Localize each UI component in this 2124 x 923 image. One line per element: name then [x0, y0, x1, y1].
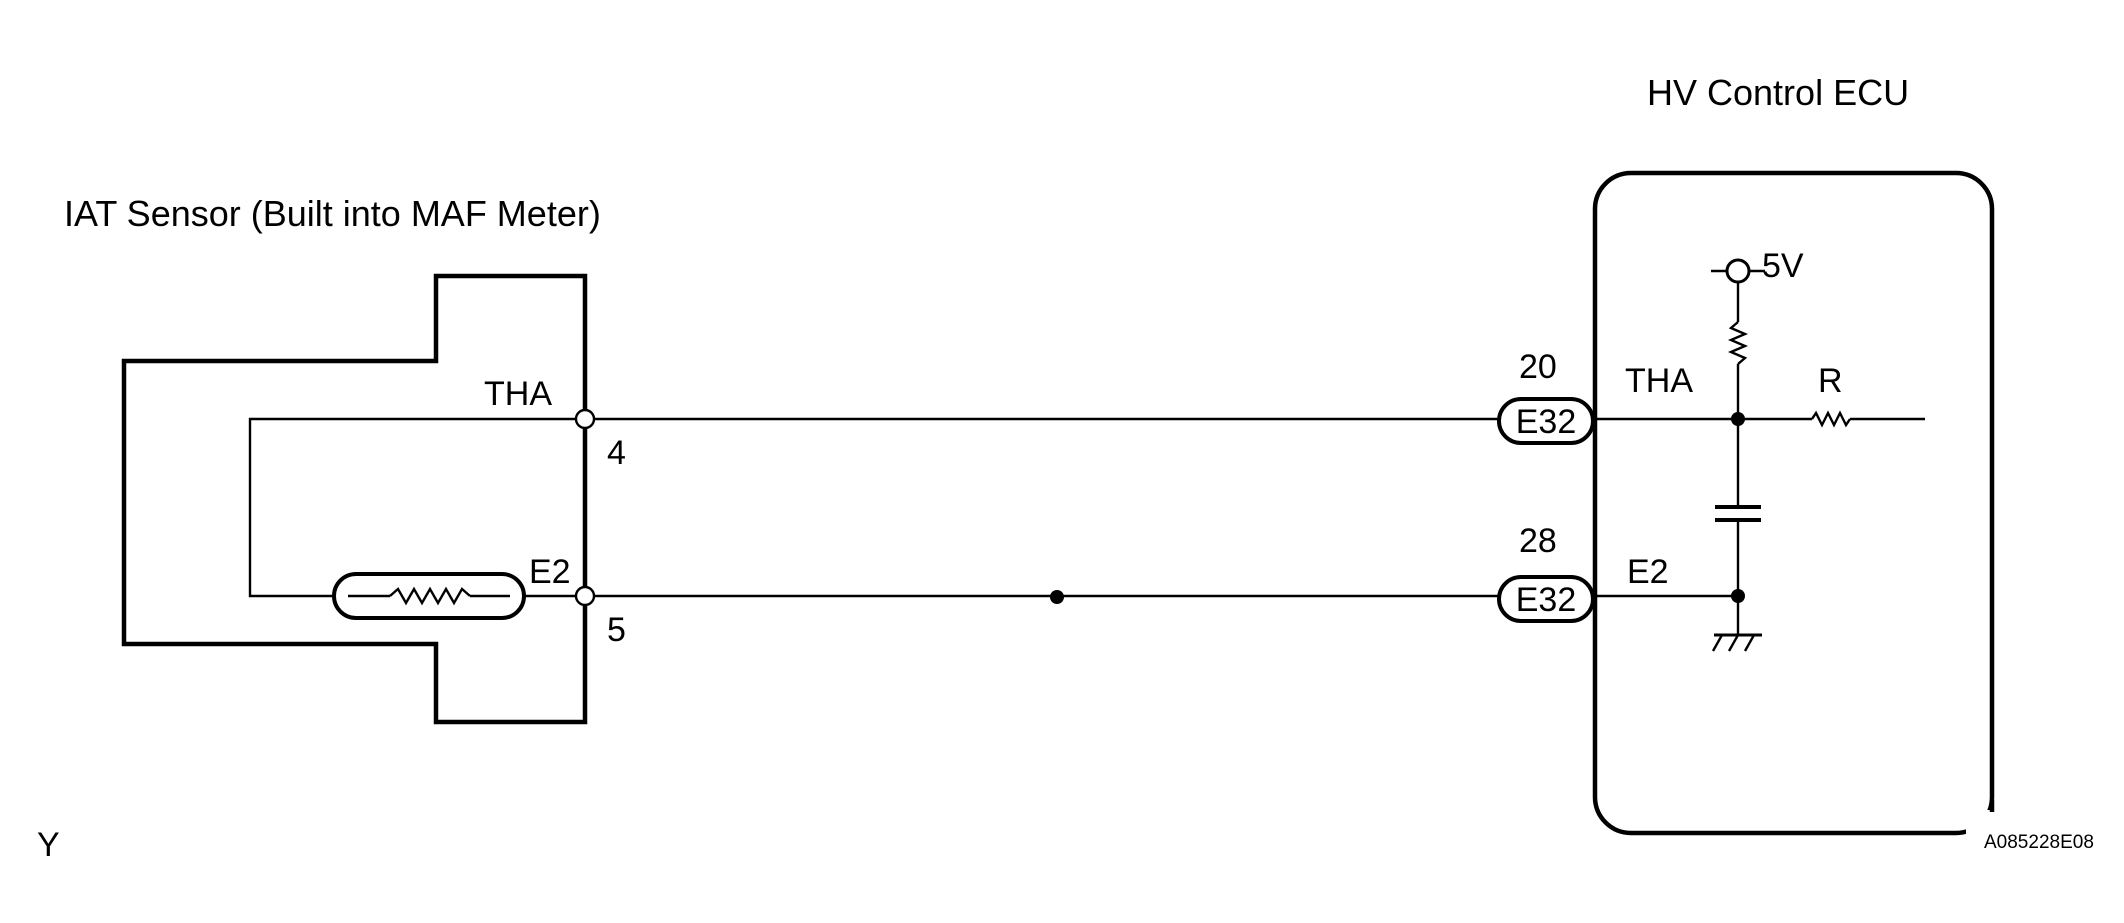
- ecu-tha-label: THA: [1625, 362, 1693, 400]
- ecu-pin-20-label: 20: [1519, 348, 1557, 386]
- supply-5v-icon: [1725, 258, 1751, 284]
- ecu-node-e2: [1731, 589, 1745, 603]
- sensor-e2-label: E2: [529, 553, 571, 591]
- sensor-tha-label: THA: [484, 375, 552, 413]
- ecu-title: HV Control ECU: [1647, 72, 1909, 113]
- splice-point: [1050, 590, 1064, 604]
- ecu-body-outline: [1592, 170, 1995, 836]
- pullup-resistor-icon: [1727, 321, 1749, 365]
- connector-e32-top-label: E32: [1516, 403, 1577, 441]
- thermistor-resistor-zigzag: [389, 586, 471, 606]
- sensor-title: IAT Sensor (Built into MAF Meter): [64, 193, 601, 234]
- resistor-r-icon: [1811, 410, 1851, 428]
- resistor-r-label: R: [1818, 362, 1843, 400]
- ecu-pin-28-label: 28: [1519, 522, 1557, 560]
- ecu-e2-label: E2: [1627, 553, 1669, 591]
- pin-5-label: 5: [607, 611, 626, 649]
- sensor-body-outline: [121, 273, 588, 725]
- thermistor-icon: [332, 572, 526, 620]
- pin-4-label: 4: [607, 434, 626, 472]
- sensor-terminal-4: [574, 408, 596, 430]
- corner-mark: Y: [37, 826, 60, 864]
- ecu-corner-gap: [1966, 810, 1996, 840]
- figure-id: A085228E08: [1984, 832, 2094, 853]
- sensor-internal-wire: [248, 417, 585, 598]
- connector-e32-bottom-label: E32: [1516, 581, 1577, 619]
- sensor-terminal-5: [574, 585, 596, 607]
- supply-5v-label: 5V: [1762, 247, 1804, 285]
- ground-icon: [1711, 634, 1756, 652]
